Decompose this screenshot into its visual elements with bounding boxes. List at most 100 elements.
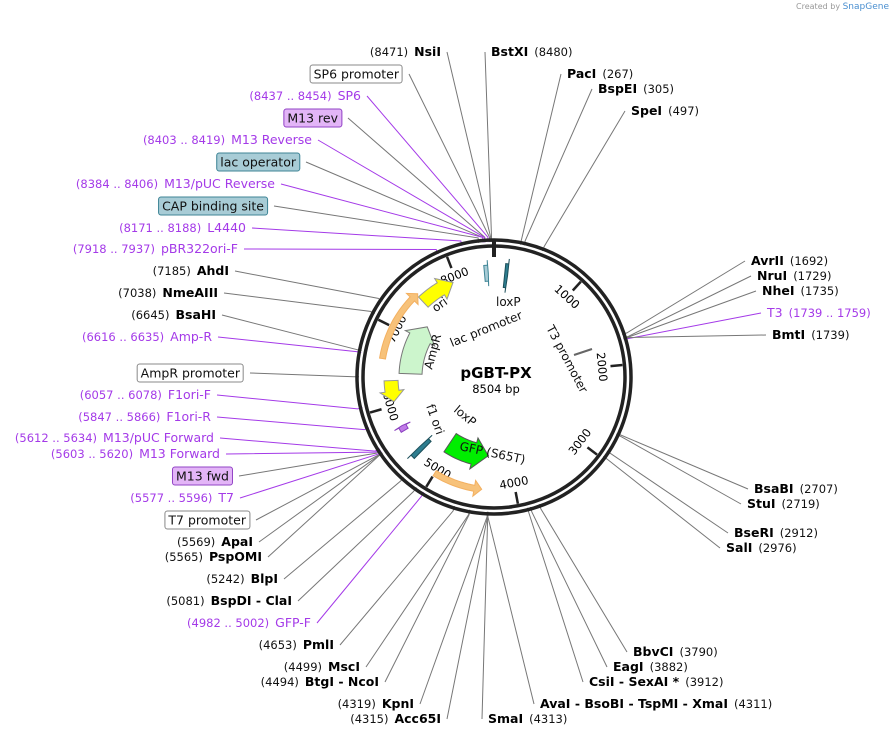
position-label: (5847 .. 5866) — [78, 410, 161, 424]
amp-orf-arrow[interactable] — [378, 292, 419, 360]
enzyme-site-nsii[interactable]: (8471)NsiI — [370, 45, 441, 59]
tick-mark — [610, 363, 623, 368]
enzyme-site-bseri[interactable]: BseRI(2912) — [734, 526, 818, 540]
feature-box-label: lac operator — [216, 152, 300, 172]
ori-feature-arrow[interactable] — [417, 277, 454, 308]
enzyme-site-sali[interactable]: SalI(2976) — [726, 541, 797, 555]
name-label: BtgI - NcoI — [304, 674, 379, 689]
label-leader-line — [623, 290, 757, 340]
position-label: (4313) — [529, 712, 568, 726]
feature-sp6-promoter[interactable]: SP6 promoter — [309, 64, 403, 84]
enzyme-site-nmeaiii[interactable]: (7038)NmeAIII — [118, 286, 218, 300]
enzyme-site-nhei[interactable]: NheI(1735) — [762, 284, 839, 298]
enzyme-site-btgi-ncoi[interactable]: (4494)BtgI - NcoI — [261, 675, 379, 689]
snapgene-watermark: Created by SnapGene — [796, 2, 889, 12]
position-label: (2976) — [758, 541, 797, 555]
feature-cap-binding-site[interactable]: CAP binding site — [158, 196, 268, 216]
position-label: (305) — [643, 82, 675, 96]
enzyme-site-csii-sexai[interactable]: CsiI - SexAI *(3912) — [589, 675, 723, 689]
position-label: (8384 .. 8406) — [75, 177, 159, 191]
primer-t7[interactable]: (5577 .. 5596)T7 — [130, 491, 234, 505]
primer-f1ori-f[interactable]: (6057 .. 6078)F1ori-F — [80, 388, 211, 402]
position-label: (5577 .. 5596) — [130, 491, 213, 505]
primer-pbr322ori-f[interactable]: (7918 .. 7937)pBR322ori-F — [73, 242, 238, 256]
name-label: F1ori-R — [166, 409, 211, 424]
enzyme-site-pmli[interactable]: (4653)PmlI — [259, 638, 334, 652]
position-label: (1739) — [811, 328, 850, 342]
feature-m13-fwd[interactable]: M13 fwd — [171, 466, 233, 486]
primer-l4440[interactable]: (8171 .. 8188)L4440 — [119, 221, 246, 235]
position-label: (1729) — [793, 269, 832, 283]
enzyme-site-eagi[interactable]: EagI (3882) — [613, 660, 688, 674]
primer-gfp-f[interactable]: (4982 .. 5002)GFP-F — [187, 616, 311, 630]
enzyme-site-acc65i[interactable]: (4315)Acc65I — [350, 712, 441, 726]
position-label: (5081) — [166, 594, 205, 608]
enzyme-site-pspomi[interactable]: (5565) PspOMI — [165, 550, 262, 564]
f1ori-feature-arrow[interactable] — [378, 379, 406, 403]
label-leader-line — [616, 432, 749, 490]
tick-mark — [514, 491, 520, 505]
tick-mark — [571, 280, 582, 292]
enzyme-site-bsahi[interactable]: (6645)BsaHI — [131, 308, 216, 322]
enzyme-site-stui[interactable]: StuI(2719) — [747, 497, 820, 511]
enzyme-site-spei[interactable]: SpeI(497) — [631, 104, 699, 118]
enzyme-site-smai[interactable]: SmaI(4313) — [488, 712, 567, 726]
enzyme-site-bmti[interactable]: BmtI(1739) — [772, 328, 849, 342]
name-label: KpnI — [381, 696, 414, 711]
position-label: (3882) — [649, 660, 688, 674]
enzyme-site-avrii[interactable]: AvrII(1692) — [751, 254, 828, 268]
enzyme-site-bbvci[interactable]: BbvCI(3790) — [633, 645, 718, 659]
enzyme-site-kpni[interactable]: (4319)KpnI — [338, 697, 414, 711]
name-label: PspOMI — [208, 549, 262, 564]
tick-label: 4000 — [498, 473, 529, 492]
name-label: BspEI — [598, 81, 638, 96]
tick-label: 2000 — [594, 352, 611, 382]
primer-sp6[interactable]: (8437 .. 8454)SP6 — [249, 89, 361, 103]
gfp-feature-arrow[interactable] — [443, 432, 489, 471]
feature-t7-promoter[interactable]: T7 promoter — [164, 510, 250, 530]
name-label: SpeI — [631, 103, 663, 118]
ampr-feature-arrow[interactable] — [398, 326, 436, 375]
primer-m13-reverse[interactable]: (8403 .. 8419)M13 Reverse — [143, 133, 312, 147]
label-leader-line — [523, 88, 593, 246]
feature-ampr-promoter[interactable]: AmpR promoter — [136, 363, 244, 383]
primer-m13-puc-reverse[interactable]: (8384 .. 8406)M13/pUC Reverse — [76, 177, 275, 191]
position-label: (5242) — [206, 572, 245, 586]
label-leader-line — [446, 511, 489, 720]
m13-fwd-site[interactable] — [394, 421, 411, 434]
loxp-top-site[interactable] — [502, 258, 510, 293]
primer-m13-forward[interactable]: (5603 .. 5620)M13 Forward — [51, 447, 220, 461]
feature-lac-operator[interactable]: lac operator — [216, 152, 300, 172]
loxp-bottom-site[interactable] — [407, 434, 433, 460]
enzyme-site-apai[interactable]: (5569)ApaI — [177, 535, 253, 549]
enzyme-site-bspei[interactable]: BspEI (305) — [598, 82, 674, 96]
primer-amp-r[interactable]: (6616 .. 6635)Amp-R — [82, 330, 212, 344]
name-label: EagI — [613, 659, 644, 674]
name-label: AhdI — [196, 263, 229, 278]
enzyme-site-bspdi-clai[interactable]: (5081)BspDI - ClaI — [166, 594, 292, 608]
lac-operator-site[interactable] — [483, 260, 490, 287]
primer-m13-puc-forward[interactable]: (5612 .. 5634)M13/pUC Forward — [15, 431, 214, 445]
tick-label: 3000 — [565, 426, 594, 458]
enzyme-site-paci[interactable]: PacI(267) — [567, 67, 633, 81]
primer-t3[interactable]: T3(1739 .. 1759) — [767, 306, 871, 320]
label-leader-line — [527, 507, 584, 683]
enzyme-site-bstxi[interactable]: BstXI(8480) — [491, 45, 572, 59]
label-leader-line — [225, 449, 381, 455]
position-label: (267) — [602, 67, 634, 81]
enzyme-site-nrui[interactable]: NruI(1729) — [757, 269, 831, 283]
enzyme-site-avai-bsobi-tspmi-xmai[interactable]: AvaI - BsoBI - TspMI - XmaI(4311) — [540, 697, 772, 711]
enzyme-site-msci[interactable]: (4499)MscI — [284, 660, 360, 674]
gfp-orf-arrow[interactable] — [432, 469, 483, 498]
name-label: Acc65I — [394, 711, 441, 726]
label-leader-line — [216, 394, 363, 410]
label-leader-line — [243, 248, 439, 255]
feature-m13-rev[interactable]: M13 rev — [283, 108, 342, 128]
name-label: GFP-F — [275, 615, 311, 630]
enzyme-site-bsabi[interactable]: BsaBI(2707) — [754, 482, 838, 496]
enzyme-site-blpi[interactable]: (5242)BlpI — [206, 572, 278, 586]
primer-f1ori-r[interactable]: (5847 .. 5866) F1ori-R — [78, 410, 211, 424]
enzyme-site-ahdi[interactable]: (7185)AhdI — [153, 264, 229, 278]
name-label: L4440 — [207, 220, 246, 235]
position-label: (5565) — [164, 550, 203, 564]
